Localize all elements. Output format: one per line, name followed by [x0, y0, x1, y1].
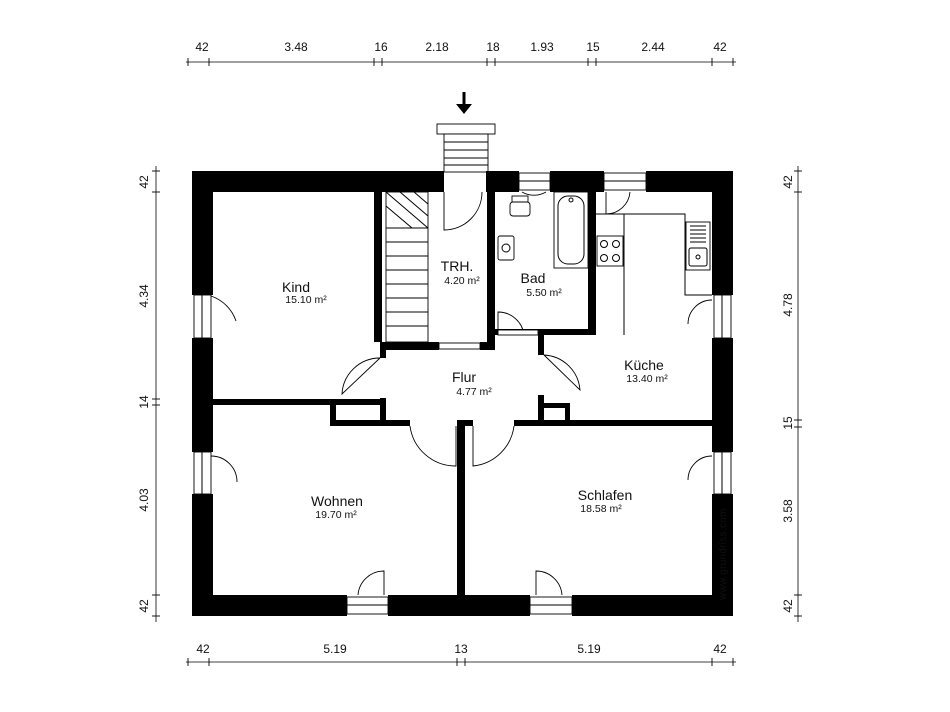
doors — [341, 191, 581, 467]
room-name-kind: Kind — [282, 279, 310, 295]
room-label-flur: Flur 4.77 m² — [452, 369, 492, 398]
room-label-trh: TRH. 4.20 m² — [441, 258, 481, 287]
room-name-bad: Bad — [521, 270, 546, 286]
room-area-schlafen: 18.58 m² — [580, 503, 622, 515]
dim-top-3: 16 — [374, 40, 388, 54]
dim-top-5: 18 — [486, 40, 500, 54]
dim-bottom-5: 42 — [713, 642, 727, 656]
room-name-flur: Flur — [452, 369, 476, 385]
dim-top-7: 15 — [586, 40, 600, 54]
entry-steps — [436, 123, 496, 173]
dim-top-4: 2.18 — [425, 40, 449, 54]
bathroom-fixtures — [497, 191, 589, 269]
windows — [193, 172, 732, 615]
dim-top-6: 1.93 — [530, 40, 554, 54]
dim-right-3: 15 — [781, 416, 795, 430]
room-name-trh: TRH. — [441, 258, 474, 274]
dim-bottom-1: 42 — [196, 642, 210, 656]
brand-watermark: www.grundriss.com — [718, 508, 729, 601]
room-name-wohnen: Wohnen — [311, 493, 363, 509]
room-name-kueche: Küche — [624, 357, 664, 373]
staircase — [385, 191, 429, 343]
room-area-kind: 15.10 m² — [285, 294, 327, 306]
room-area-trh: 4.20 m² — [444, 275, 480, 287]
dimension-top: 42 3.48 16 2.18 18 1.93 15 2.44 42 — [186, 40, 736, 66]
dim-left-3: 14 — [137, 395, 151, 409]
dim-left-4: 4.03 — [137, 488, 151, 512]
dim-bottom-4: 5.19 — [577, 642, 601, 656]
room-area-flur: 4.77 m² — [456, 386, 492, 398]
dim-right-5: 42 — [781, 599, 795, 613]
kitchen-fixtures — [596, 213, 712, 335]
room-label-wohnen: Wohnen 19.70 m² — [311, 493, 363, 521]
dim-right-4: 3.58 — [781, 499, 795, 523]
dim-left-1: 42 — [137, 175, 151, 189]
room-label-kind: Kind 15.10 m² — [282, 279, 327, 306]
dimension-right: 42 4.78 15 3.58 42 — [781, 166, 802, 622]
dim-top-2: 3.48 — [284, 40, 308, 54]
dim-left-5: 42 — [137, 599, 151, 613]
dim-left-2: 4.34 — [137, 284, 151, 308]
dim-top-9: 42 — [713, 40, 727, 54]
walls — [192, 171, 733, 616]
dim-bottom-3: 13 — [454, 642, 468, 656]
dim-right-1: 42 — [781, 175, 795, 189]
room-label-kueche: Küche 13.40 m² — [624, 357, 668, 385]
dimension-left: 42 4.34 14 4.03 42 — [137, 166, 160, 622]
room-label-schlafen: Schlafen 18.58 m² — [578, 487, 632, 515]
room-area-wohnen: 19.70 m² — [315, 509, 357, 521]
dimension-bottom: 42 5.19 13 5.19 42 — [186, 642, 736, 666]
dim-bottom-2: 5.19 — [323, 642, 347, 656]
room-label-bad: Bad 5.50 m² — [521, 270, 563, 299]
dim-right-2: 4.78 — [781, 293, 795, 317]
dim-top-8: 2.44 — [641, 40, 665, 54]
room-name-schlafen: Schlafen — [578, 487, 632, 503]
room-area-bad: 5.50 m² — [526, 287, 562, 299]
arrow-down-icon — [456, 92, 472, 114]
room-area-kueche: 13.40 m² — [626, 373, 668, 385]
dim-top-1: 42 — [195, 40, 209, 54]
